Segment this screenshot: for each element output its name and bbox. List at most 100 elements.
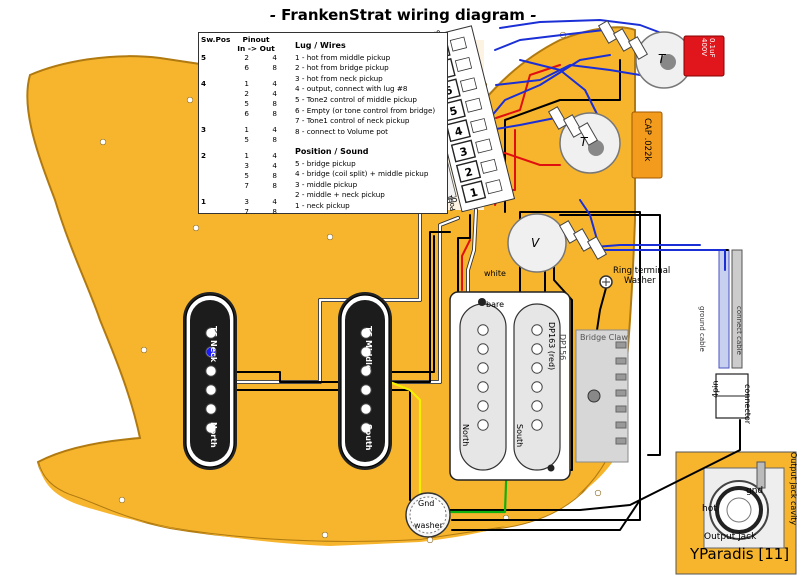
pin-in-cell: 5	[244, 135, 249, 144]
switch-lug-tab	[480, 158, 498, 174]
switch-pos-cell	[201, 207, 225, 217]
switch-lug-number: 1	[469, 186, 480, 200]
wire-blue-extra	[495, 64, 641, 86]
screw-hole	[426, 536, 434, 544]
bridge-south-label: South	[515, 424, 524, 448]
pole-piece	[531, 419, 543, 431]
switch-pos-cell	[201, 135, 225, 145]
switch-lug-tab	[475, 138, 493, 154]
switch-lug-number: 5	[448, 104, 459, 118]
wire-blue-mid2	[489, 117, 556, 131]
neck-pickup	[183, 292, 237, 470]
middle-pickup-name: TS Middle	[364, 326, 373, 371]
switch-lug	[460, 180, 487, 204]
position-item: 3 - middle pickup	[295, 179, 358, 189]
position-heading: Position / Sound	[295, 147, 369, 156]
gnd-washer-label-1: Gnd	[418, 499, 435, 508]
pole-piece	[531, 324, 543, 336]
volume-pot	[507, 213, 567, 273]
pin-in-cell: 6	[244, 63, 249, 72]
neck-pickup-name: TS Neck	[209, 326, 218, 363]
wire-black-right	[559, 214, 661, 456]
switch-lug-tab	[459, 77, 478, 93]
pole-piece	[531, 381, 543, 393]
claw-tooth	[615, 421, 627, 429]
pin-in-cell: 2	[244, 53, 249, 62]
lug-item: 8 - connect to Volume pot	[295, 126, 388, 136]
jack-gnd-lug	[756, 461, 766, 489]
wire-red-tone2	[495, 149, 561, 166]
pin-in-cell: 1	[244, 151, 249, 160]
pole-piece	[531, 400, 543, 412]
connector-label: connector	[743, 384, 752, 425]
switch-pos-cell: 1	[201, 197, 207, 206]
wire-red-bridge	[461, 239, 471, 291]
claw-tooth	[615, 357, 627, 365]
switch-pos-cell	[201, 171, 225, 181]
pin-in-cell: 5	[244, 99, 249, 108]
cap-red	[683, 35, 725, 77]
switch-pos-cell: 4	[201, 79, 207, 88]
screw-hole	[140, 346, 148, 354]
white-wire-label: white	[484, 269, 506, 278]
switch-lug-tab	[454, 56, 473, 72]
pin-out-cell: 4	[272, 151, 277, 160]
switch-pos-cell	[201, 181, 225, 191]
output-jack-hole	[726, 497, 752, 523]
pin-out-cell: 8	[272, 135, 277, 144]
pin-out-cell: 8	[272, 99, 277, 108]
pot-lug-strips	[547, 20, 649, 260]
hot-label: hot	[702, 504, 717, 514]
wire-blue-vol	[579, 199, 726, 271]
claw-tooth	[615, 373, 627, 381]
pin-in-cell: 3	[244, 197, 249, 206]
switch-pos-cell	[201, 99, 225, 109]
screw-hole	[321, 531, 329, 539]
pole-piece	[360, 403, 372, 415]
pole-piece	[477, 381, 489, 393]
switch-lug	[445, 119, 471, 143]
tone1-pot-label: T	[658, 52, 666, 66]
claw-tooth	[615, 405, 627, 413]
bridge-humbucker	[449, 291, 571, 481]
wire-blue-top2	[494, 29, 605, 51]
pin-in-cell: 7	[244, 207, 249, 216]
switch-lug-number: 6	[443, 84, 454, 99]
lug-item: 7 - Tone1 control of neck pickup	[295, 116, 410, 126]
pole-piece	[205, 365, 217, 377]
pin-in-cell: 5	[244, 171, 249, 180]
wire-black-bridge	[457, 214, 471, 293]
pin-out-cell: 8	[272, 181, 277, 190]
bridge-claw-teeth	[615, 341, 627, 445]
ground-cable-label: ground cable	[698, 306, 706, 352]
tone2-pot-label: T	[580, 135, 588, 149]
pole-piece	[477, 343, 489, 355]
pin4-label: 4pin	[711, 380, 720, 398]
bare-wire-label: bare	[486, 300, 505, 309]
switch-lug-number: 4	[453, 124, 464, 139]
pin-out-cell: 4	[272, 89, 277, 98]
gnd-label: gnd	[746, 486, 764, 496]
switch-lug-number: 3	[458, 145, 469, 159]
bridge-model2-label: DP156	[558, 334, 567, 361]
lug-heading: Lug / Wires	[295, 41, 346, 50]
pole-piece	[360, 422, 372, 434]
switch-lug-tab	[449, 36, 468, 52]
ring-terminal-label: Ring terminal	[613, 266, 671, 276]
pole-piece	[205, 327, 217, 339]
switch-lug-number: 2	[463, 165, 474, 179]
claw-tooth	[615, 389, 627, 397]
switch-pos-cell: 5	[201, 53, 207, 62]
position-item: 2 - middle + neck pickup	[295, 190, 385, 200]
switch-pos-cell	[201, 89, 225, 99]
